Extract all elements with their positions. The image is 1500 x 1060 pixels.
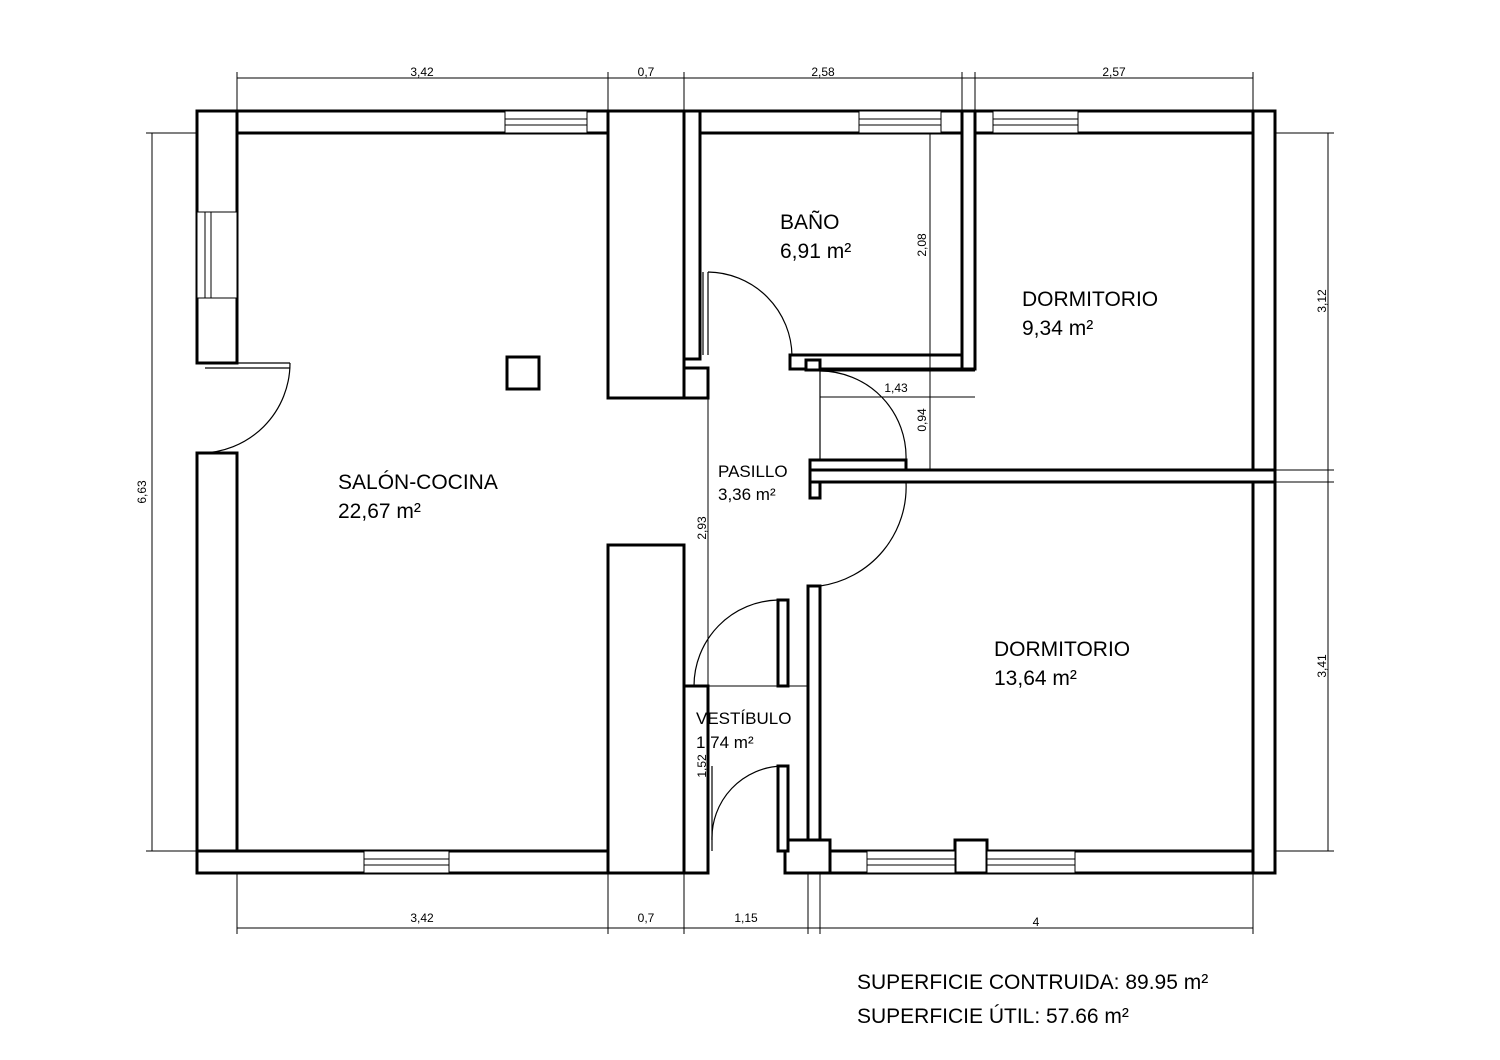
dim-top-dorm: 2,57: [1102, 65, 1126, 79]
dim-bottom-wall: 0,7: [638, 911, 655, 925]
dim-bottom-dorm: 4: [1033, 915, 1040, 929]
dim-bottom-salon: 3,42: [410, 911, 434, 925]
dim-passage-width: 1,43: [884, 381, 908, 395]
dim-bano-height: 2,08: [915, 233, 929, 257]
door-vestibulo-arc: [693, 599, 779, 687]
kitchen-column: [505, 355, 541, 391]
dim-pasillo-height: 2,93: [695, 516, 709, 540]
inner-lines: [684, 133, 975, 687]
window-salon-bottom: [363, 850, 450, 874]
door-dorm1-arc: [819, 370, 907, 461]
wall-center-stub: [682, 366, 710, 400]
wall-jamb-2: [808, 480, 822, 500]
wall-vest-right-upper: [776, 598, 790, 688]
dim-top-wall: 0,7: [638, 65, 655, 79]
door-salon-arc: [199, 362, 291, 454]
room-salon-area: 22,67 m²: [338, 500, 421, 523]
walls: [195, 109, 1277, 875]
wall-entrance-jamb: [783, 838, 832, 875]
room-labels: SALÓN-COCINA 22,67 m² BAÑO 6,91 m² DORMI…: [338, 210, 1158, 752]
surface-summary: SUPERFICIE CONTRUIDA: 89.95 m² SUPERFICI…: [857, 971, 1208, 1028]
dim-top-salon: 3,42: [410, 65, 434, 79]
dim-left-total: 6,63: [135, 480, 149, 504]
window-bano: [858, 110, 942, 134]
room-dorm2-name: DORMITORIO: [994, 638, 1130, 661]
wall-center-lower: [606, 543, 686, 875]
door-dorm2-arc: [819, 481, 907, 587]
dim-bottom-vestibulo: 1,15: [734, 911, 758, 925]
room-dorm1-name: DORMITORIO: [1022, 288, 1158, 311]
room-vestibulo-area: 1,74 m²: [696, 733, 754, 752]
dim-right-dorm2: 3,41: [1315, 654, 1329, 678]
window-dorm2-a: [866, 850, 956, 874]
dim-top-bano: 2,58: [811, 65, 835, 79]
window-dorm1: [992, 110, 1079, 134]
bottom-pillar: [953, 838, 989, 875]
room-bano-area: 6,91 m²: [780, 240, 851, 263]
windows: [196, 110, 1079, 874]
dimension-lines: [146, 72, 1334, 934]
wall-top: [195, 109, 1277, 135]
summary-util: SUPERFICIE ÚTIL: 57.66 m²: [857, 1005, 1129, 1028]
window-salon-left: [196, 211, 238, 299]
window-dorm2-b: [986, 850, 1076, 874]
dimension-labels: 3,42 0,7 2,58 2,57 3,42 0,7 1,15 4 6,63 …: [135, 65, 1329, 929]
wall-dorm2-left: [806, 584, 822, 875]
wall-jamb: [804, 358, 822, 372]
dim-right-dorm1: 3,12: [1315, 289, 1329, 313]
room-dorm2-area: 13,64 m²: [994, 667, 1077, 690]
door-bano-arc: [707, 271, 793, 357]
dim-passage-height: 0,94: [915, 408, 929, 432]
wall-right: [1251, 109, 1277, 875]
wall-vest-right-lower: [776, 764, 790, 853]
doors: [199, 271, 907, 851]
wall-dorm-divider: [808, 468, 1277, 484]
wall-center-upper: [606, 109, 686, 400]
room-salon-name: SALÓN-COCINA: [338, 471, 498, 494]
room-dorm1-area: 9,34 m²: [1022, 317, 1093, 340]
summary-construida: SUPERFICIE CONTRUIDA: 89.95 m²: [857, 971, 1208, 994]
room-bano-name: BAÑO: [780, 210, 840, 234]
door-entrance-arc: [711, 765, 783, 841]
wall-bano-right: [960, 109, 977, 371]
room-pasillo-area: 3,36 m²: [718, 485, 776, 504]
room-vestibulo-name: VESTÍBULO: [696, 709, 791, 728]
dim-vestibulo-height: 1,52: [695, 754, 709, 778]
window-salon-top: [504, 110, 588, 134]
room-pasillo-name: PASILLO: [718, 462, 788, 481]
wall-left-lower: [195, 451, 239, 875]
wall-bano-left: [682, 109, 702, 361]
